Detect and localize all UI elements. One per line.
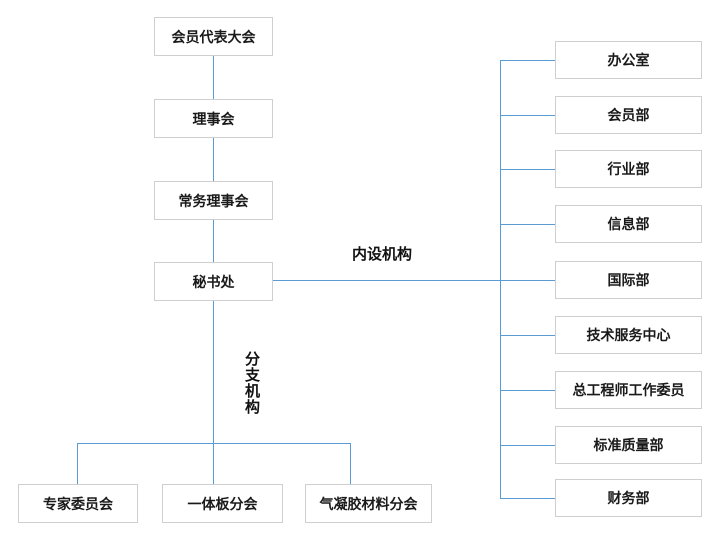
branch-box-expert-committee: 专家委员会	[18, 484, 138, 523]
dept-box-office: 办公室	[555, 41, 702, 79]
connector-dept-6	[500, 335, 555, 336]
connector-chain-3	[213, 220, 214, 262]
dept-box-industry: 行业部	[555, 150, 702, 188]
org-box-member-congress: 会员代表大会	[154, 17, 273, 56]
connector-dept-9	[500, 498, 555, 499]
org-box-council: 理事会	[154, 99, 273, 138]
connector-branch-1	[77, 443, 78, 484]
org-box-standing-council: 常务理事会	[154, 181, 273, 220]
connector-dept-3	[500, 169, 555, 170]
connector-branch-3	[350, 443, 351, 484]
connector-dept-4	[500, 224, 555, 225]
dept-box-membership: 会员部	[555, 96, 702, 134]
connector-secretariat-internal	[273, 280, 555, 281]
connector-chain-2	[213, 138, 214, 181]
connector-dept-2	[500, 115, 555, 116]
branch-box-aerogel-materials: 气凝胶材料分会	[305, 484, 432, 523]
branch-box-integrated-panel: 一体板分会	[162, 484, 283, 523]
internal-group-label: 内设机构	[352, 246, 413, 263]
connector-dept-1	[500, 60, 555, 61]
connector-secretariat-branches	[213, 301, 214, 484]
branch-group-label: 分支机构	[243, 351, 260, 415]
dept-box-tech-service-center: 技术服务中心	[555, 316, 702, 354]
connector-dept-8	[500, 445, 555, 446]
dept-box-international: 国际部	[555, 261, 702, 299]
dept-box-finance: 财务部	[555, 479, 702, 517]
dept-box-information: 信息部	[555, 205, 702, 243]
dept-box-standards-quality: 标准质量部	[555, 426, 702, 464]
connector-internal-trunk	[500, 60, 501, 498]
connector-branch-split	[77, 443, 350, 444]
connector-dept-7	[500, 390, 555, 391]
dept-box-chief-engineer-committee: 总工程师工作委员	[555, 371, 702, 409]
connector-chain-1	[213, 56, 214, 99]
org-box-secretariat: 秘书处	[154, 262, 273, 301]
